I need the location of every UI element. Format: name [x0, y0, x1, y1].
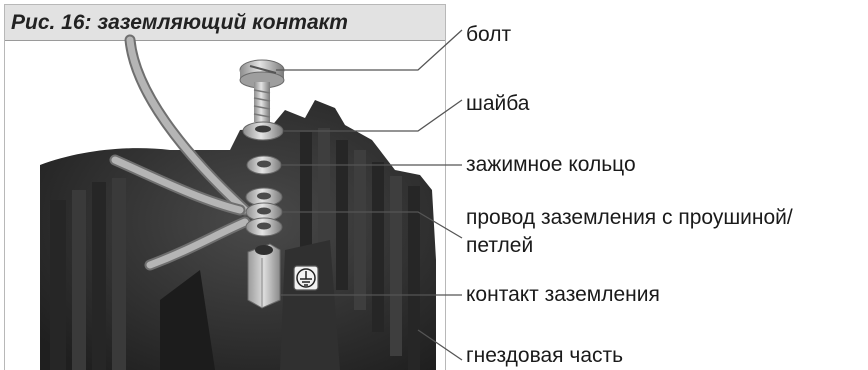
- figure-title: Рис. 16: заземляющий контакт: [11, 11, 348, 34]
- leader-lines: [276, 29, 463, 361]
- ground-wire-eyelets: [245, 187, 283, 237]
- ground-wires: [109, 34, 251, 271]
- leader-line-bolt: [276, 29, 463, 71]
- ground-contact: [247, 243, 281, 309]
- leader-line-socket-part: [417, 329, 463, 361]
- callout-clamp-ring: зажимное кольцо: [466, 153, 636, 176]
- leader-line-ground-wire: [282, 211, 463, 239]
- ground-symbol-icon: [293, 265, 319, 291]
- callout-washer: шайба: [466, 92, 530, 115]
- bolt: [239, 59, 285, 122]
- callout-ground-wire-line2: петлей: [466, 234, 534, 257]
- leader-line-washer: [284, 99, 463, 132]
- callout-bolt: болт: [466, 23, 512, 46]
- clamp-ring: [246, 155, 282, 175]
- figure-title-bar: Рис. 16: заземляющий контакт: [5, 5, 445, 41]
- socket-housing: [40, 100, 436, 370]
- callout-ground-wire-line1: провод заземления с проушиной/: [466, 206, 793, 229]
- washer: [242, 121, 284, 141]
- callout-socket-part: гнездовая часть: [466, 344, 624, 367]
- callout-ground-contact: контакт заземления: [466, 283, 660, 306]
